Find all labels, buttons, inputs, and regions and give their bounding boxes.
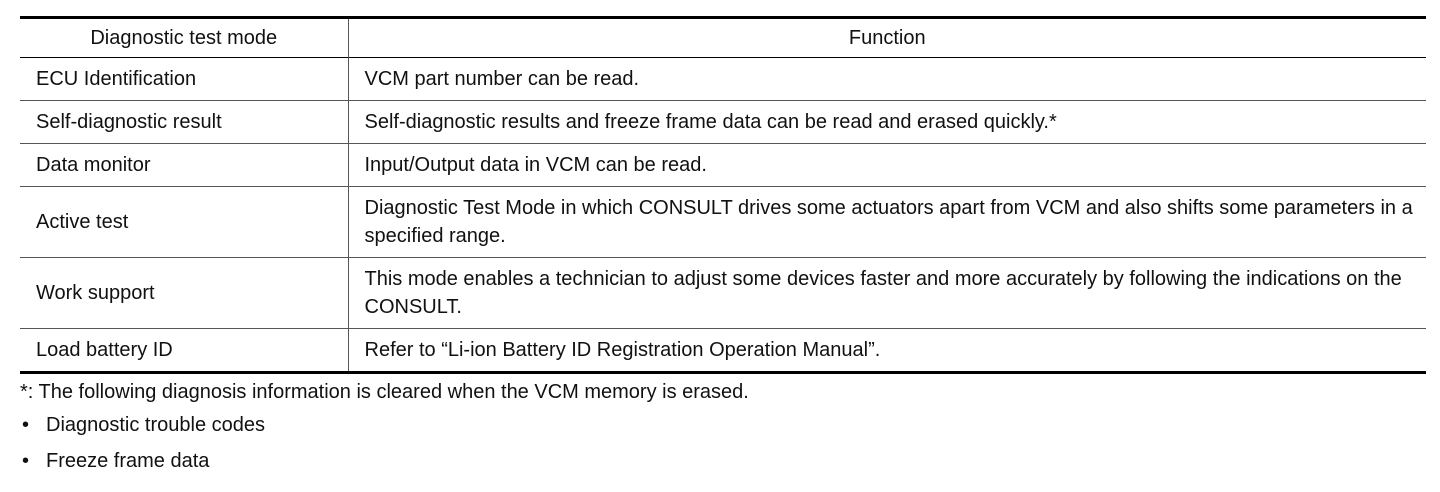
column-header-function: Function: [848, 27, 926, 49]
list-item: • Diagnostic trouble codes: [20, 411, 1426, 439]
table-row: Self-diagnostic result Self-diagnostic r…: [20, 100, 1426, 144]
row-mode: Load battery ID: [20, 328, 349, 373]
footnote: *: The following diagnosis information i…: [20, 378, 1426, 475]
diagnostic-mode-table: Diagnostic test mode Function ECU Identi…: [20, 16, 1426, 374]
row-function: Refer to “Li-ion Battery ID Registration…: [364, 339, 881, 361]
column-header-mode: Diagnostic test mode: [20, 17, 349, 58]
table-row: ECU Identification VCM part number can b…: [20, 57, 1426, 101]
row-mode: Self-diagnostic result: [20, 100, 349, 144]
row-function: This mode enables a technician to adjust…: [364, 268, 1402, 318]
table-header-row: Diagnostic test mode Function: [20, 17, 1426, 58]
bullet-icon: •: [22, 450, 30, 472]
document: Diagnostic test mode Function ECU Identi…: [20, 16, 1426, 483]
list-item: • Freeze frame data: [20, 447, 1426, 475]
table-row: Active test Diagnostic Test Mode in whic…: [20, 186, 1426, 258]
row-mode: Active test: [20, 186, 349, 258]
bullet-icon: •: [22, 414, 30, 436]
row-function: VCM part number can be read.: [364, 68, 640, 90]
table-row: Load battery ID Refer to “Li-ion Battery…: [20, 328, 1426, 373]
table-row: Data monitor Input/Output data in VCM ca…: [20, 143, 1426, 187]
row-mode: Work support: [20, 257, 349, 329]
row-function: Input/Output data in VCM can be read.: [364, 154, 707, 176]
footnote-list: • Diagnostic trouble codes • Freeze fram…: [20, 411, 1426, 475]
footnote-text: *: The following diagnosis information i…: [20, 381, 749, 403]
row-function: Diagnostic Test Mode in which CONSULT dr…: [364, 197, 1413, 247]
list-item-text: Diagnostic trouble codes: [46, 414, 266, 436]
row-mode: Data monitor: [20, 143, 349, 187]
row-function: Self-diagnostic results and freeze frame…: [364, 111, 1057, 133]
row-mode: ECU Identification: [20, 57, 349, 101]
table-row: Work support This mode enables a technic…: [20, 257, 1426, 329]
list-item-text: Freeze frame data: [46, 450, 210, 472]
